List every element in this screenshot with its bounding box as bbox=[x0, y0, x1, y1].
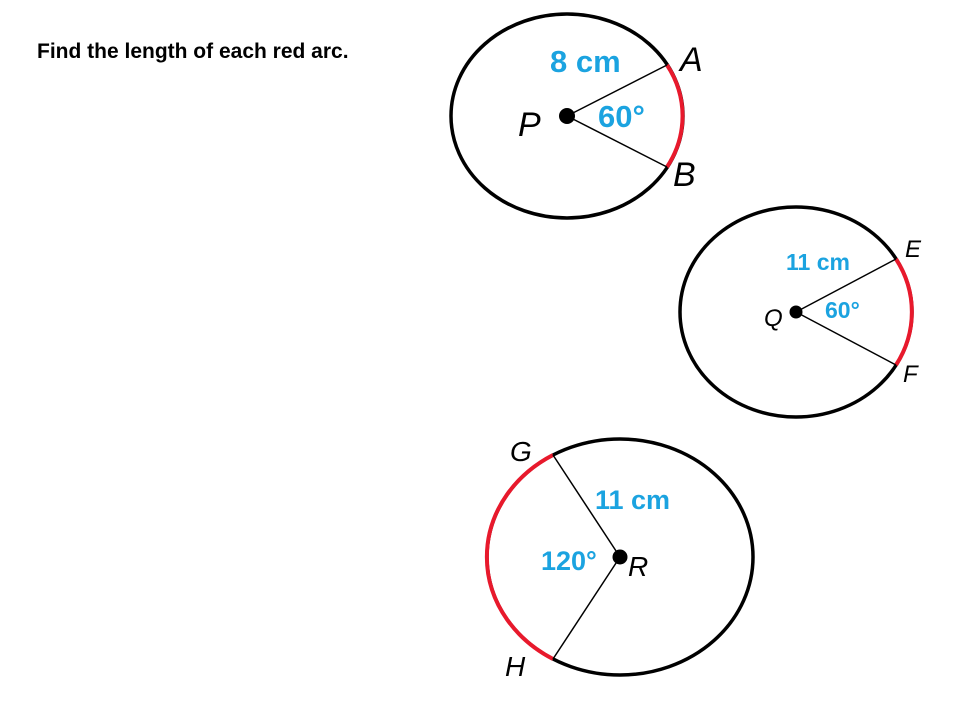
center-point-q bbox=[789, 305, 803, 319]
circle-q-figure: Q E F 11 cm 60° bbox=[678, 205, 922, 419]
radius-pa bbox=[566, 64, 668, 117]
angle-label-q: 60° bbox=[825, 297, 860, 323]
center-label-q: Q bbox=[764, 305, 783, 332]
endpoint-label-f: F bbox=[903, 361, 919, 388]
endpoint-label-h: H bbox=[505, 651, 526, 682]
center-label-r: R bbox=[628, 551, 648, 582]
radius-qe bbox=[795, 258, 897, 313]
radius-label-p: 8 cm bbox=[550, 44, 621, 79]
radius-label-q: 11 cm bbox=[786, 249, 850, 275]
radius-rh bbox=[552, 556, 621, 660]
arc-ef bbox=[894, 257, 914, 367]
radius-qf bbox=[795, 311, 897, 366]
radius-label-r: 11 cm bbox=[595, 485, 670, 515]
center-point-p bbox=[559, 108, 575, 124]
angle-label-p: 60° bbox=[598, 99, 645, 134]
circle-p-figure: P A B 8 cm 60° bbox=[449, 12, 703, 220]
center-label-p: P bbox=[518, 106, 541, 144]
arc-ab bbox=[665, 63, 685, 169]
radius-rg bbox=[552, 454, 621, 558]
circle-r-figure: R G H 11 cm 120° bbox=[484, 436, 755, 682]
endpoint-label-g: G bbox=[510, 436, 532, 467]
problem-prompt: Find the length of each red arc. bbox=[37, 40, 349, 63]
angle-label-r: 120° bbox=[541, 546, 597, 576]
arc-gh bbox=[484, 453, 554, 661]
endpoint-label-b: B bbox=[673, 156, 696, 194]
radius-pb bbox=[566, 115, 668, 168]
endpoint-label-a: A bbox=[678, 41, 703, 79]
center-point-r bbox=[612, 549, 628, 565]
endpoint-label-e: E bbox=[905, 236, 922, 263]
